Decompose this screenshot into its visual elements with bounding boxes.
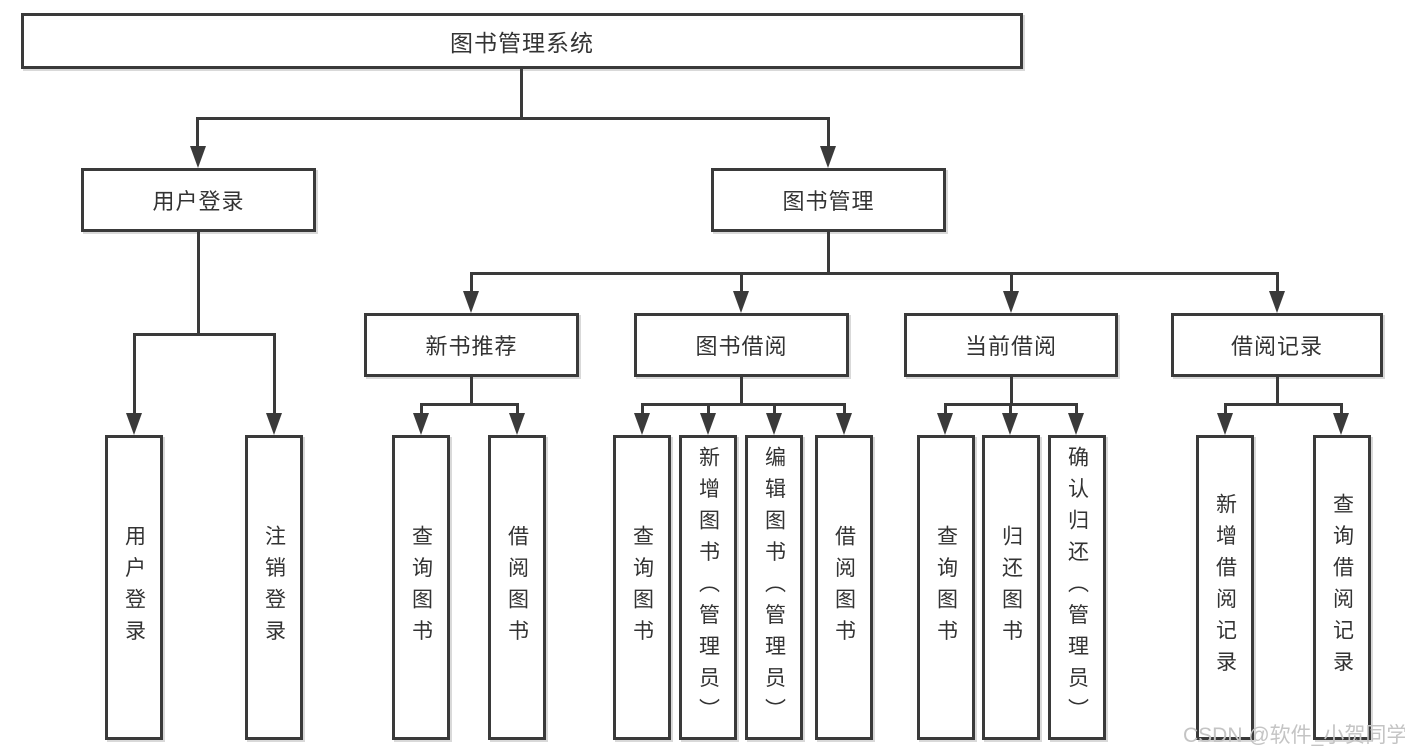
leaf-cb-return-books-label: 归还图书	[999, 524, 1023, 651]
node-book-borrowing: 图书借阅	[634, 313, 849, 377]
leaf-nb-query-books-label: 查询图书	[409, 524, 433, 651]
connector-drop-br-add	[1224, 403, 1227, 415]
connector-new-books-stem	[470, 377, 473, 406]
arrow-to-current-borrow	[1003, 291, 1019, 313]
connector-drop-book-mgmt	[827, 117, 830, 148]
connector-drop-bb-edit	[773, 403, 776, 415]
connector-drop-new-books	[470, 272, 473, 293]
node-current-borrowing-label: 当前借阅	[964, 334, 1057, 359]
connector-drop-nb-query	[420, 403, 423, 415]
connector-drop-cb-return	[1009, 403, 1012, 415]
leaf-br-query-record-label: 查询借阅记录	[1330, 493, 1354, 682]
node-root-label: 图书管理系统	[450, 30, 594, 56]
connector-drop-cb-query	[944, 403, 947, 415]
leaf-bb-borrow-books: 借阅图书	[815, 435, 873, 740]
node-user-login-label: 用户登录	[152, 189, 245, 214]
leaf-cb-query-books: 查询图书	[917, 435, 975, 740]
arrow-to-borrow-records	[1269, 291, 1285, 313]
arrow-to-br-add	[1217, 413, 1233, 435]
arrow-to-book-borrow	[733, 291, 749, 313]
connector-current-borrow-stem	[1010, 377, 1013, 406]
leaf-br-add-record-label: 新增借阅记录	[1213, 493, 1237, 682]
arrow-to-cb-return	[1002, 413, 1018, 435]
leaf-bb-borrow-books-label: 借阅图书	[832, 524, 856, 651]
arrow-to-br-query	[1333, 413, 1349, 435]
connector-drop-leaf-logout	[273, 333, 276, 415]
leaf-bb-add-books-admin-label: 新增图书（管理员）	[696, 445, 720, 730]
arrow-to-bb-borrow	[836, 413, 852, 435]
connector-drop-book-borrow	[740, 272, 743, 293]
arrow-to-cb-confirm	[1068, 413, 1084, 435]
leaf-nb-borrow-books-label: 借阅图书	[505, 524, 529, 651]
arrow-to-leaf-logout	[266, 413, 282, 435]
arrow-to-nb-query	[413, 413, 429, 435]
arrow-to-cb-query	[937, 413, 953, 435]
connector-drop-borrow-records	[1276, 272, 1279, 293]
leaf-br-add-record: 新增借阅记录	[1196, 435, 1254, 740]
leaf-br-query-record: 查询借阅记录	[1313, 435, 1371, 740]
leaf-bb-add-books-admin: 新增图书（管理员）	[679, 435, 737, 740]
connector-level3-split	[470, 272, 1279, 275]
node-user-login: 用户登录	[81, 168, 316, 232]
node-current-borrowing: 当前借阅	[904, 313, 1118, 377]
node-borrowing-records: 借阅记录	[1171, 313, 1383, 377]
leaf-nb-query-books: 查询图书	[392, 435, 450, 740]
leaf-bb-edit-books-admin-label: 编辑图书（管理员）	[762, 445, 786, 730]
node-root: 图书管理系统	[21, 13, 1023, 69]
connector-user-login-stem	[197, 232, 200, 336]
leaf-bb-query-books-label: 查询图书	[630, 524, 654, 651]
connector-borrow-records-split	[1224, 403, 1343, 406]
connector-book-mgmt-stem	[827, 232, 830, 274]
arrow-to-nb-borrow	[509, 413, 525, 435]
node-new-book-recommend: 新书推荐	[364, 313, 579, 377]
connector-borrow-records-stem	[1276, 377, 1279, 406]
arrow-to-new-books	[463, 291, 479, 313]
arrow-to-bb-query	[634, 413, 650, 435]
leaf-bb-query-books: 查询图书	[613, 435, 671, 740]
connector-root-stem	[520, 69, 523, 118]
connector-drop-leaf-login	[133, 333, 136, 415]
connector-drop-nb-borrow	[516, 403, 519, 415]
leaf-logout: 注销登录	[245, 435, 303, 740]
leaf-nb-borrow-books: 借阅图书	[488, 435, 546, 740]
node-new-book-recommend-label: 新书推荐	[425, 334, 518, 359]
leaf-cb-confirm-return-admin: 确认归还（管理员）	[1048, 435, 1106, 740]
node-book-management-label: 图书管理	[782, 189, 875, 214]
leaf-bb-edit-books-admin: 编辑图书（管理员）	[745, 435, 803, 740]
leaf-user-login-label: 用户登录	[122, 524, 146, 651]
arrow-to-leaf-login	[126, 413, 142, 435]
connector-new-books-split	[420, 403, 519, 406]
arrow-to-bb-add	[700, 413, 716, 435]
arrow-to-book-mgmt	[820, 146, 836, 168]
leaf-user-login: 用户登录	[105, 435, 163, 740]
connector-drop-br-query	[1340, 403, 1343, 415]
connector-drop-bb-borrow	[843, 403, 846, 415]
connector-drop-bb-add	[707, 403, 710, 415]
csdn-watermark: CSDN @软件_小贺同学	[1183, 724, 1405, 747]
connector-book-borrow-stem	[740, 377, 743, 406]
connector-book-borrow-split	[641, 403, 846, 406]
leaf-cb-confirm-return-admin-label: 确认归还（管理员）	[1065, 445, 1089, 730]
node-book-management: 图书管理	[711, 168, 946, 232]
connector-drop-current-borrow	[1010, 272, 1013, 293]
connector-drop-user-login	[196, 117, 199, 148]
node-borrowing-records-label: 借阅记录	[1230, 334, 1323, 359]
leaf-logout-label: 注销登录	[262, 524, 286, 651]
connector-user-login-split	[133, 333, 276, 336]
connector-drop-cb-confirm	[1075, 403, 1078, 415]
leaf-cb-return-books: 归还图书	[982, 435, 1040, 740]
arrow-to-user-login	[190, 146, 206, 168]
arrow-to-bb-edit	[766, 413, 782, 435]
connector-level1-split	[197, 117, 830, 120]
node-book-borrowing-label: 图书借阅	[695, 334, 788, 359]
connector-drop-bb-query	[641, 403, 644, 415]
leaf-cb-query-books-label: 查询图书	[934, 524, 958, 651]
